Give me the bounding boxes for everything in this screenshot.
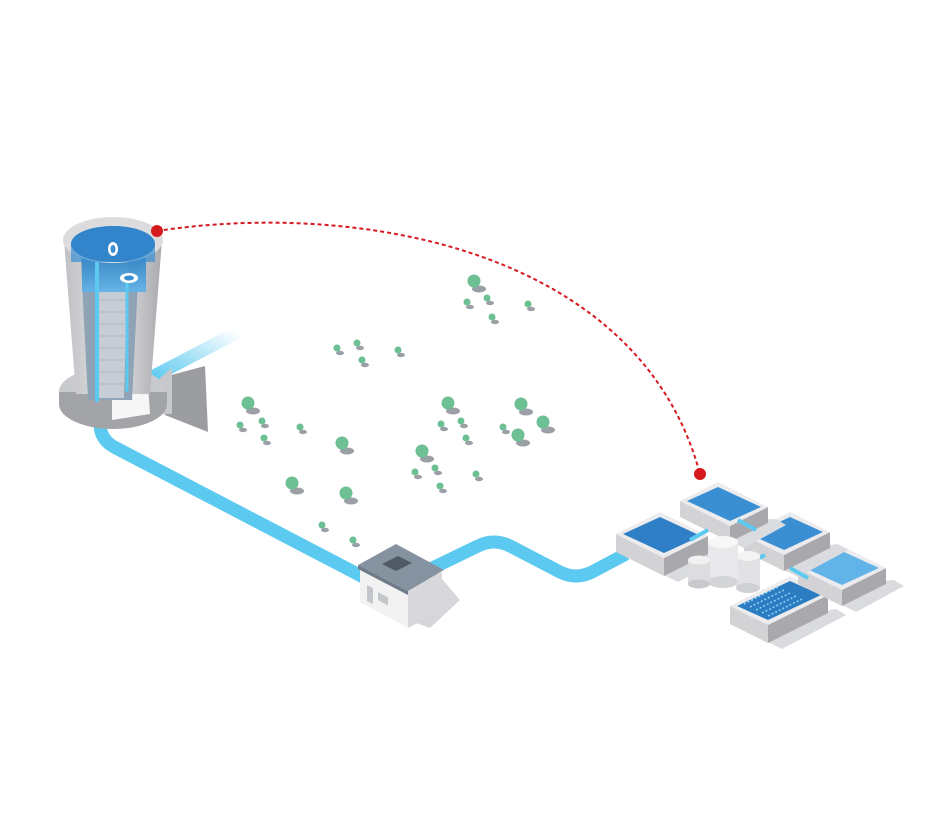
tree [241,396,260,415]
telemetry-endpoint-tower [151,225,163,237]
pump-station-building [358,544,460,628]
tree [236,421,247,433]
tree [285,476,304,495]
tree [394,346,405,358]
telemetry-endpoint-plant [694,468,706,480]
treatment-basin-filter [730,576,846,649]
intake-pipe [146,326,242,384]
tree [296,423,307,435]
clarifier-tanks [688,536,760,593]
tree [318,521,329,533]
tree-grove [236,274,555,548]
tree [467,274,486,293]
tree [260,434,271,446]
tree [339,486,358,505]
telemetry-arc [156,221,701,475]
tree [335,436,354,455]
pump-station-roof-hatch [382,556,412,571]
tree [462,434,473,446]
tree [353,339,364,351]
tree [333,344,344,356]
treatment-plant [616,482,904,649]
tree [437,420,448,432]
tree [499,423,510,435]
tree [349,536,360,548]
tree [488,313,499,325]
tree [415,444,434,463]
tree [483,294,494,306]
tree [441,396,460,415]
pipe-pump-to-plant [417,535,630,583]
tree [472,470,483,482]
tree [524,300,535,312]
tree [431,464,442,476]
tree [463,298,474,310]
tree [511,428,530,447]
tree [514,397,533,416]
tree [536,415,555,434]
tree [258,417,269,429]
telemetry-link [151,221,706,480]
tree [436,482,447,494]
pipe-network [93,326,630,598]
treatment-basin-east [744,512,848,577]
pump-station-door [367,585,373,605]
water-intake-tower [59,217,208,432]
tree [457,417,468,429]
tree [358,356,369,368]
pump-station-window [378,592,388,606]
tree [411,468,422,480]
